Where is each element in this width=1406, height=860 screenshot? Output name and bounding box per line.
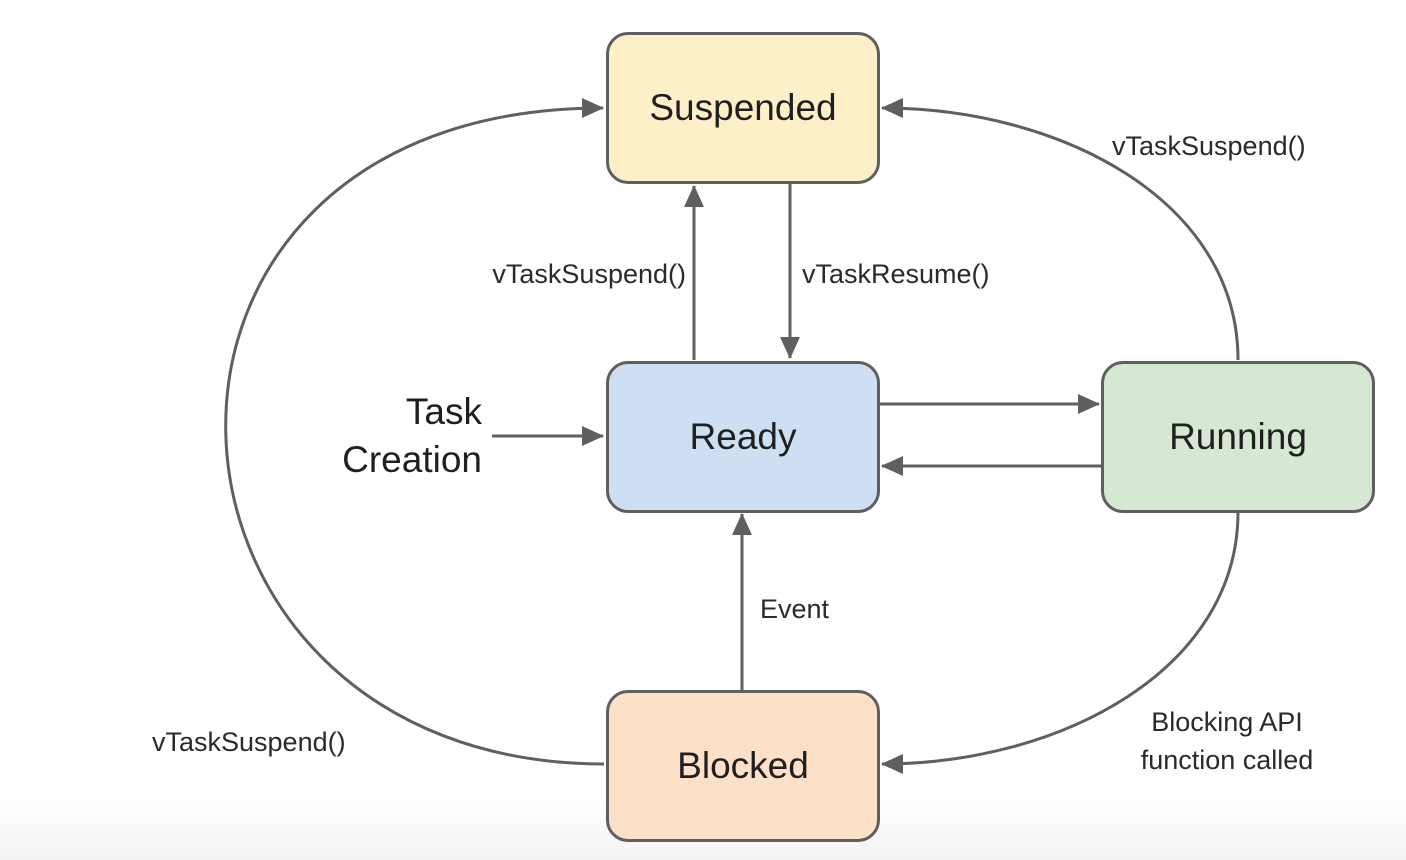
label-task-creation-line2: Creation <box>342 439 482 480</box>
state-suspended-label: Suspended <box>649 87 837 128</box>
state-ready-label: Ready <box>689 416 797 457</box>
state-ready: Ready <box>606 361 880 513</box>
label-running-to-blocked-line1: Blocking API <box>1151 707 1303 737</box>
label-suspended-to-ready: vTaskResume() <box>802 259 990 289</box>
state-running: Running <box>1101 361 1375 513</box>
state-suspended: Suspended <box>606 32 880 184</box>
arrow-running-to-suspended <box>881 98 1240 361</box>
label-running-to-blocked-line2: function called <box>1140 745 1314 775</box>
arrow-blocked-to-suspended <box>224 98 605 766</box>
label-task-creation-line1: Task <box>405 391 482 432</box>
label-task-creation: Task Creation <box>300 388 482 484</box>
state-running-label: Running <box>1169 416 1307 457</box>
arrow-running-to-blocked <box>881 511 1240 774</box>
label-blocked-to-ready: Event <box>760 594 830 624</box>
label-running-to-blocked: Blocking API function called <box>1118 703 1336 779</box>
state-blocked-label: Blocked <box>677 745 809 786</box>
label-blocked-to-suspended: vTaskSuspend() <box>152 727 346 757</box>
label-running-to-suspended: vTaskSuspend() <box>1112 131 1306 161</box>
label-ready-to-suspended: vTaskSuspend() <box>492 259 686 289</box>
state-blocked: Blocked <box>606 690 880 842</box>
